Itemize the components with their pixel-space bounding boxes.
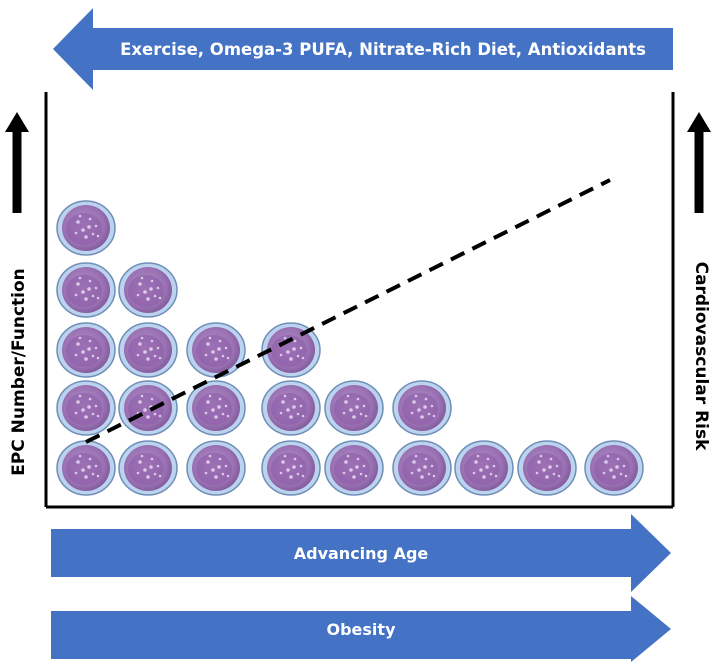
top-intervention-arrow: Exercise, Omega-3 PUFA, Nitrate-Rich Die… [53, 8, 673, 90]
left-arrow-shape [53, 8, 673, 90]
right-up-arrow-icon [687, 112, 711, 213]
left-up-arrow-icon [5, 112, 29, 213]
epc-cell-icon [324, 380, 384, 436]
epc-cells [56, 200, 644, 496]
epc-cell-icon [584, 440, 644, 496]
epc-cell-icon [118, 262, 178, 318]
epc-cell-icon [118, 380, 178, 436]
epc-cell-icon [56, 262, 116, 318]
epc-cell-icon [392, 440, 452, 496]
epc-cell-icon [517, 440, 577, 496]
epc-cell-icon [261, 440, 321, 496]
epc-cell-icon [186, 322, 246, 378]
obesity-label: Obesity [326, 619, 396, 639]
epc-cell-icon [118, 322, 178, 378]
risk-trend-dashed-line [85, 178, 611, 444]
epc-cell-icon [392, 380, 452, 436]
epc-cell-icon [56, 200, 116, 256]
epc-cell-icon [56, 322, 116, 378]
epc-axis-label: EPC Number/Function [9, 268, 29, 476]
right-arrow-shape [51, 596, 671, 662]
top-arrow-label: Exercise, Omega-3 PUFA, Nitrate-Rich Die… [120, 39, 646, 59]
epc-cell-icon [261, 322, 321, 378]
epc-cell-icon [454, 440, 514, 496]
epc-cell-icon [56, 380, 116, 436]
epc-cell-icon [186, 380, 246, 436]
epc-cell-icon [186, 440, 246, 496]
epc-cell-icon [261, 380, 321, 436]
epc-cell-icon [118, 440, 178, 496]
obesity-arrow: Obesity [51, 596, 671, 662]
advancing-age-label: Advancing Age [293, 543, 429, 563]
cardiovascular-risk-axis-label: Cardiovascular Risk [691, 261, 711, 451]
right-arrow-shape [51, 514, 671, 592]
epc-cell-icon [56, 440, 116, 496]
advancing-age-arrow: Advancing Age [51, 514, 671, 592]
epc-cell-icon [324, 440, 384, 496]
